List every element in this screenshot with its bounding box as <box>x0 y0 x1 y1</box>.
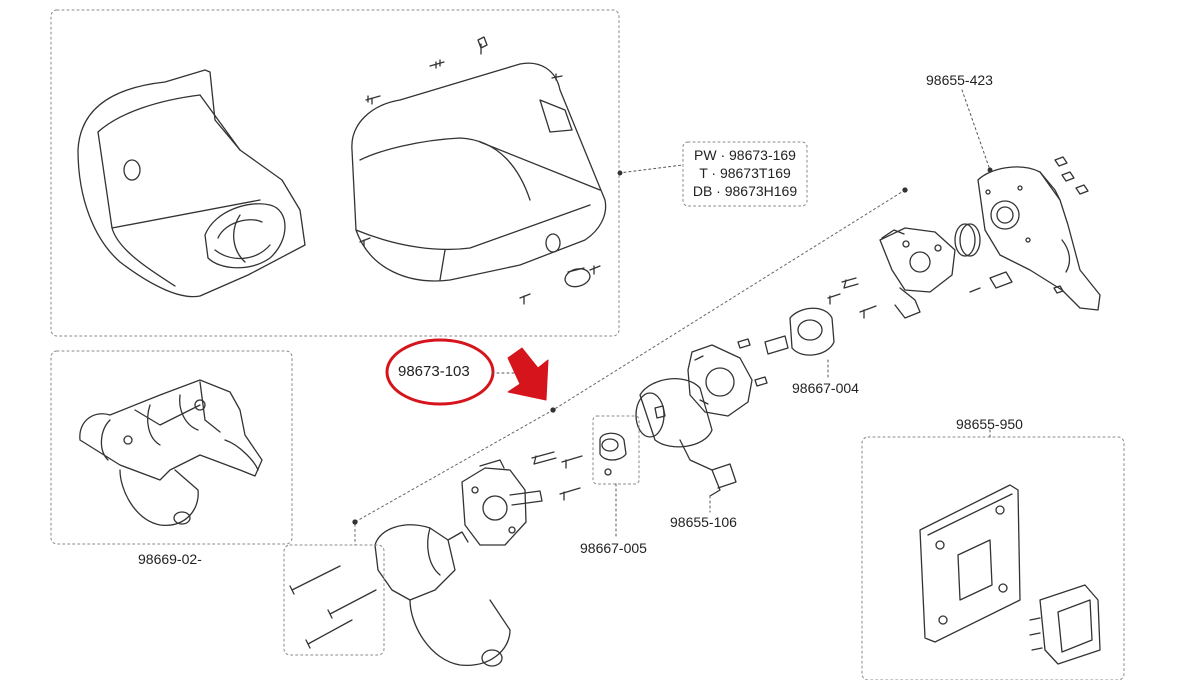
bolts-mid <box>531 451 583 501</box>
limit-switch <box>969 271 1013 293</box>
highlighted-part-label: 98673-103 <box>398 363 470 380</box>
switch-kit-label: 98655-950 <box>956 416 1023 432</box>
cover-db-label: DB · 98673H169 <box>692 183 798 199</box>
cover-t-label: T · 98673T169 <box>699 165 791 181</box>
bolts-top <box>827 277 877 319</box>
housing-part <box>977 166 1101 311</box>
mount-label: 98667-004 <box>792 380 859 396</box>
cover-group-box <box>50 9 620 337</box>
assembly-box <box>50 350 293 545</box>
coupler-label: 98655-106 <box>670 514 737 530</box>
highlight-circle <box>385 338 495 406</box>
switch-plate <box>919 484 1021 643</box>
housing-nuts <box>1053 156 1089 294</box>
housing-top-label: 98655-423 <box>926 72 993 88</box>
motor-part <box>374 524 511 667</box>
gear-ring-plate <box>687 344 753 417</box>
switch-kit-box <box>861 436 1125 680</box>
long-bolts <box>289 565 377 649</box>
cover-screws <box>359 36 601 305</box>
assembly-label: 98669-02- <box>138 551 202 567</box>
plate-screws <box>737 338 768 387</box>
rocker-switch <box>1029 584 1101 665</box>
highlight-arrow <box>507 347 549 401</box>
assembly-illustration <box>79 379 263 526</box>
cover-part-numbers: PW · 98673-169 T · 98673T169 DB · 98673H… <box>683 142 807 206</box>
ring-part <box>954 223 981 257</box>
cover-pw-label: PW · 98673-169 <box>694 147 796 163</box>
gear-plate-part <box>879 227 956 319</box>
gear-housing-lower <box>461 459 543 546</box>
cover-front <box>351 36 607 305</box>
mount-part <box>764 307 835 356</box>
cover-label-box <box>682 141 808 207</box>
spacer-label: 98667-005 <box>580 540 647 556</box>
long-bolts-box <box>283 544 385 656</box>
coupler-part <box>635 378 737 497</box>
cover-shell-left <box>77 69 306 298</box>
spacer-part <box>599 432 627 476</box>
